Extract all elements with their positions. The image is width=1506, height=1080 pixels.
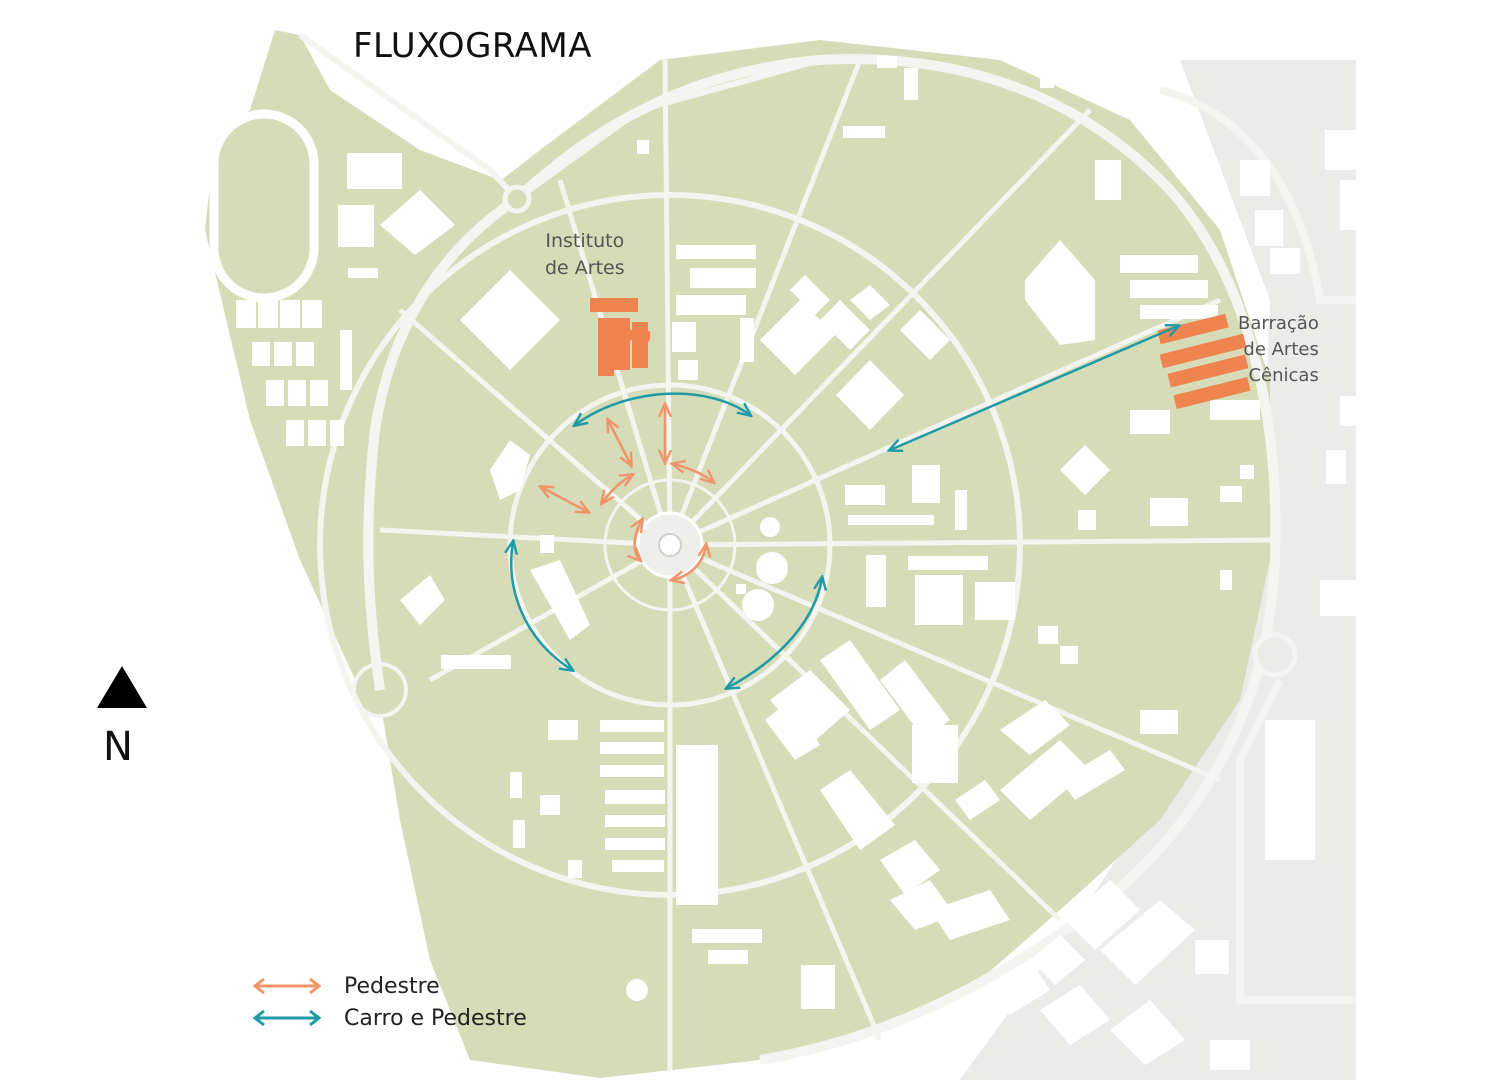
label-line: Instituto: [545, 230, 625, 252]
running-track: [209, 109, 319, 303]
legend-item-pedestrian: Pedestre: [250, 970, 527, 1002]
car-pedestrian-flows: [511, 326, 1178, 688]
label-line: de Artes: [1243, 339, 1319, 360]
sports-grass: [205, 30, 500, 690]
inner-ring-road: [363, 194, 520, 691]
legend: Pedestre Carro e Pedestre: [250, 970, 527, 1034]
urban-area-east: [960, 60, 1356, 1080]
perimeter-road: [513, 54, 1281, 1065]
label-instituto-de-artes: Instituto de Artes: [545, 228, 625, 282]
southeast-road: [1236, 678, 1356, 1004]
label-barracao-de-artes-cenicas: Barração de Artes Cênicas: [1238, 311, 1319, 389]
roundabout-east: [1252, 632, 1298, 678]
double-arrow-icon: [252, 977, 322, 995]
legend-item-car-pedestrian: Carro e Pedestre: [250, 1002, 527, 1034]
roundabout-north: [502, 184, 532, 214]
central-monument: [658, 533, 682, 557]
map-title: FLUXOGRAMA: [353, 26, 593, 66]
north-label: N: [103, 724, 133, 770]
legend-label: Pedestre: [344, 973, 440, 999]
label-line: de Artes: [545, 257, 625, 279]
buildings: [236, 56, 1356, 1070]
north-arrow-icon: [97, 666, 147, 708]
double-arrow-icon: [252, 1009, 322, 1027]
label-line: Cênicas: [1248, 365, 1319, 386]
legend-label: Carro e Pedestre: [344, 1005, 527, 1031]
label-line: Barração: [1238, 313, 1319, 334]
